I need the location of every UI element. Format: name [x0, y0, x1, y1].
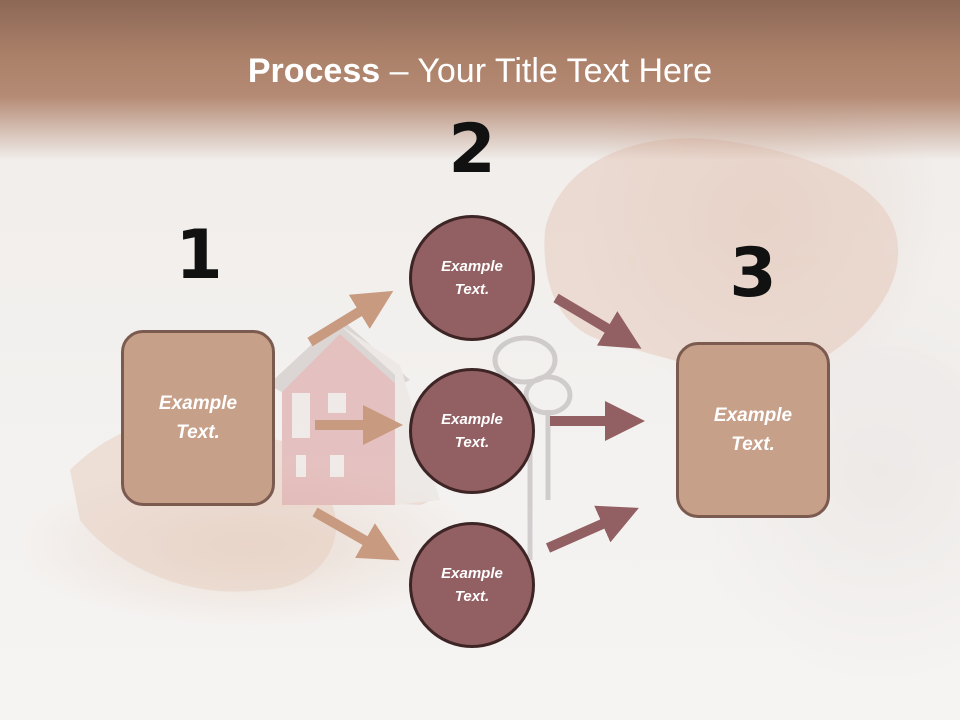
- step-2-circle-bottom: Example Text.: [409, 522, 535, 648]
- step-3-text: Example Text.: [713, 405, 793, 455]
- title-bold: Process: [247, 52, 381, 90]
- title-rest: Your Title Text Here: [417, 52, 713, 90]
- step-1-box: Example Text.: [121, 330, 275, 506]
- arrow-left-to-bottom: [312, 507, 400, 561]
- step-number-1: 1: [175, 216, 223, 295]
- title-dash: –: [380, 52, 418, 90]
- house-model: [268, 318, 440, 505]
- circle-middle-text: Example Text.: [441, 411, 503, 451]
- step-number-3: 3: [729, 234, 777, 313]
- arrow-bottom-to-right: [545, 505, 639, 553]
- arrow-top-to-right: [553, 293, 642, 349]
- step-number-2: 2: [448, 110, 496, 189]
- arrow-left-to-top: [307, 290, 394, 347]
- step-2-circle-middle: Example Text.: [409, 368, 535, 494]
- step-2-circle-top: Example Text.: [409, 215, 535, 341]
- circle-bottom-text: Example Text.: [441, 565, 503, 605]
- title-band: [0, 0, 960, 160]
- step-1-text: Example Text.: [158, 393, 238, 443]
- step-3-box: Example Text.: [676, 342, 830, 518]
- slide-title: Process – Your Title Text Here: [0, 52, 960, 91]
- circle-top-text: Example Text.: [441, 258, 503, 298]
